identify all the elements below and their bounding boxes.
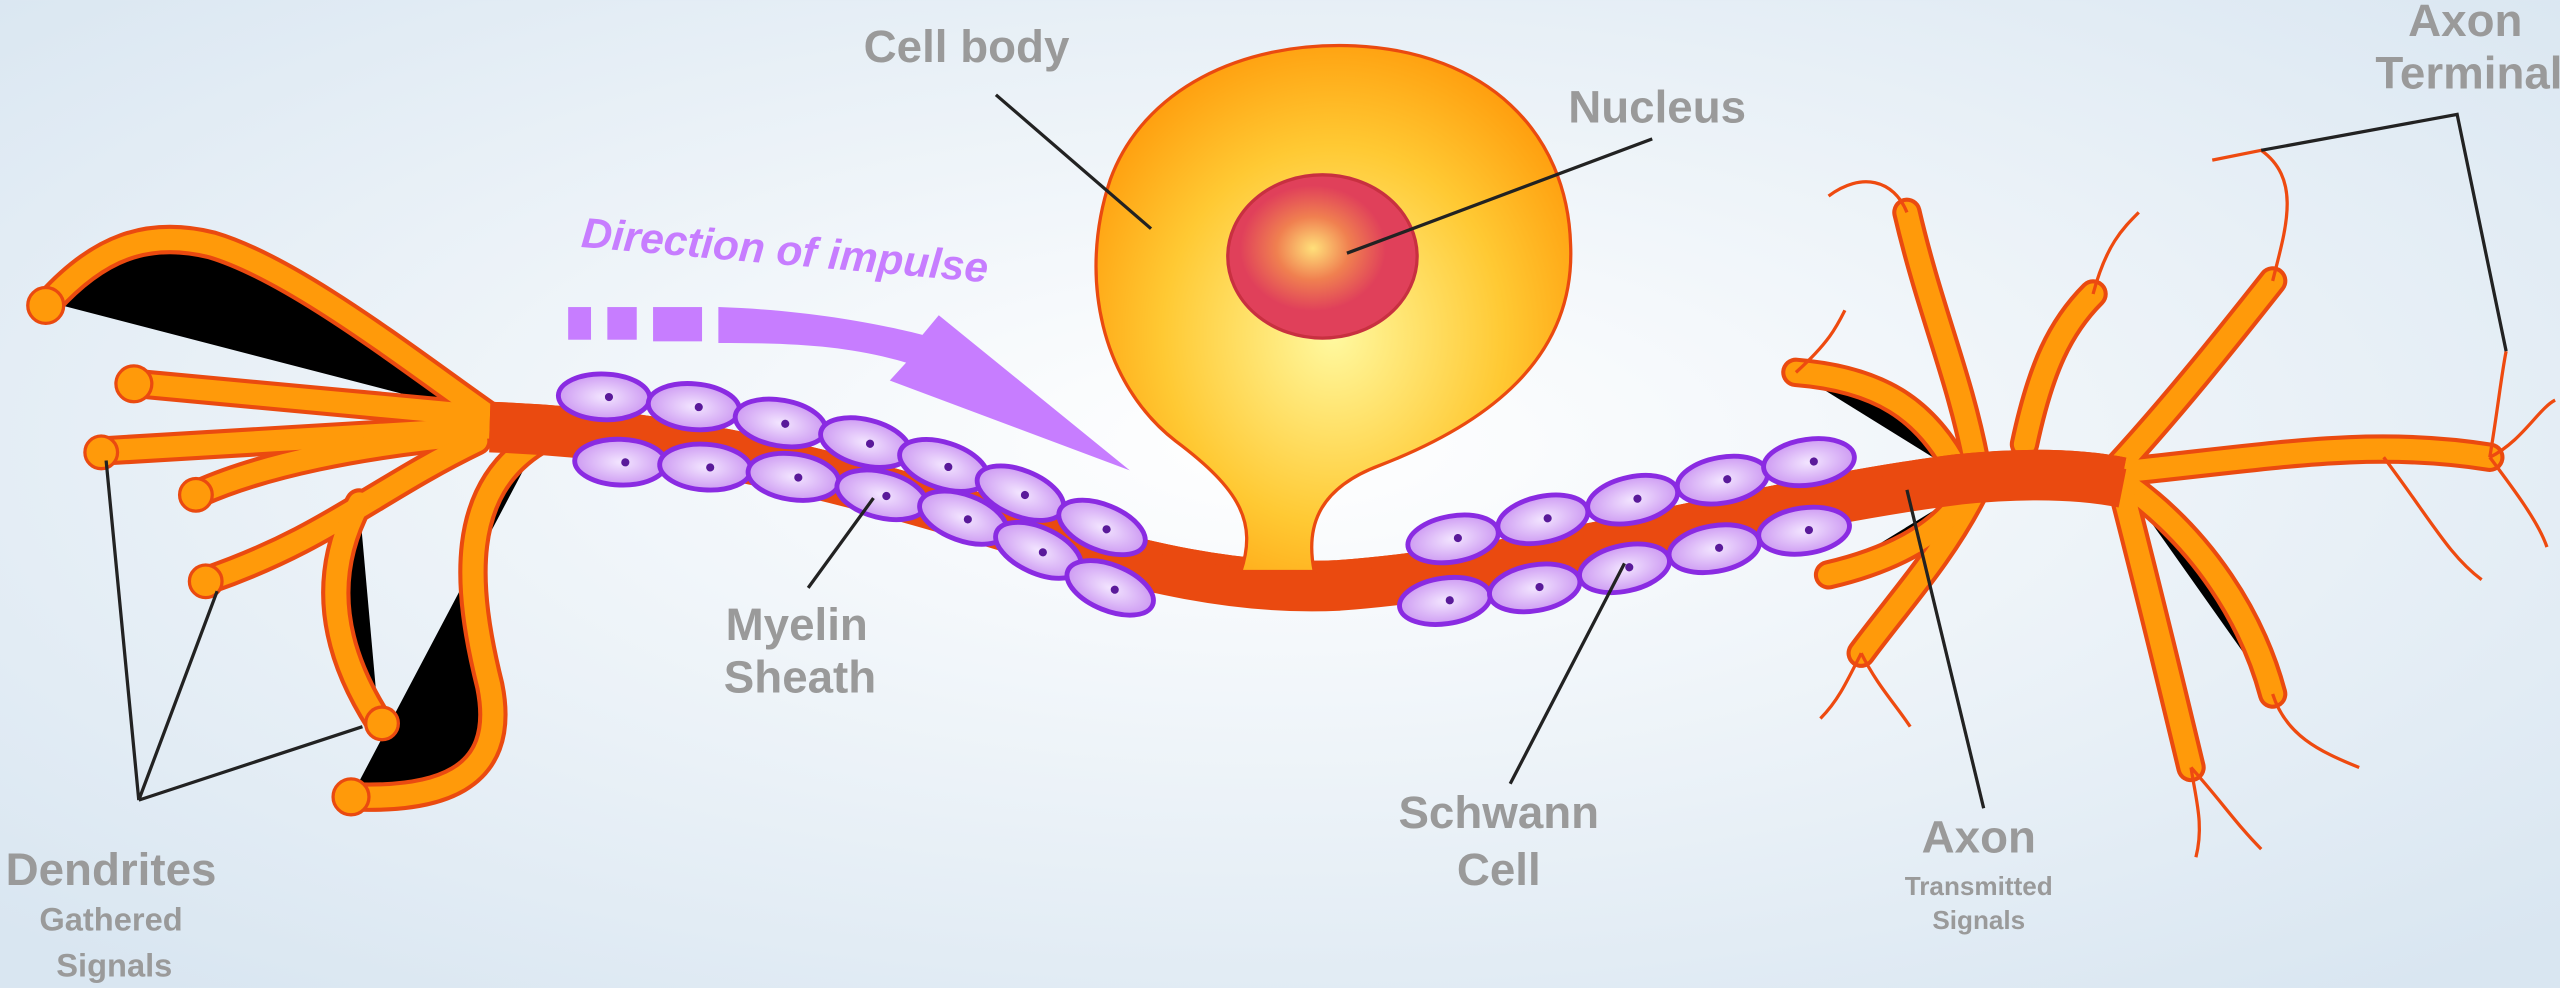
schwann-nucleus bbox=[604, 392, 614, 402]
schwann-nucleus bbox=[1110, 585, 1119, 594]
schwann-nucleus bbox=[944, 462, 953, 472]
axon-sub-label-2: Signals bbox=[1932, 905, 2025, 935]
schwann-nucleus bbox=[781, 419, 790, 428]
dendrites bbox=[26, 212, 2490, 817]
schwann-nucleus bbox=[1804, 525, 1814, 535]
schwann-nucleus bbox=[706, 463, 715, 472]
schwann-nucleus bbox=[694, 402, 703, 412]
dendrites-sub-label-1: Gathered bbox=[39, 901, 182, 938]
schwann-nucleus bbox=[1535, 582, 1544, 592]
schwann-cell bbox=[555, 371, 653, 423]
schwann-cell bbox=[1756, 504, 1852, 557]
axon-terminals-label-2: Terminals bbox=[2375, 47, 2560, 98]
axon-sub-label-1: Transmitted bbox=[1905, 871, 2053, 901]
schwann-nucleus bbox=[1715, 543, 1724, 552]
schwann-nucleus bbox=[1633, 494, 1642, 503]
myelin-label-2: Sheath bbox=[724, 651, 876, 702]
schwann-nucleus bbox=[1038, 548, 1047, 557]
schwann-cell bbox=[572, 436, 669, 488]
leader-lines bbox=[104, 93, 2508, 809]
schwann-nucleus bbox=[621, 458, 630, 467]
schwann-nucleus bbox=[1625, 563, 1634, 572]
schwann-nucleus bbox=[1445, 596, 1454, 605]
cell-body-label: Cell body bbox=[864, 21, 1070, 72]
schwann-nucleus bbox=[1020, 490, 1030, 500]
schwann-label-2: Cell bbox=[1457, 844, 1541, 895]
schwann-nucleus bbox=[1809, 457, 1818, 466]
nucleus bbox=[1226, 173, 1419, 340]
myelin-sheath bbox=[555, 371, 1857, 627]
schwann-cell bbox=[1761, 436, 1857, 489]
axon-terminals-label-1: Axon bbox=[2408, 0, 2522, 46]
schwann-nucleus bbox=[1453, 533, 1462, 543]
schwann-nucleus bbox=[1102, 525, 1111, 534]
schwann-nucleus bbox=[1723, 475, 1732, 484]
myelin-label-1: Myelin bbox=[726, 599, 868, 650]
axon-label: Axon bbox=[1922, 811, 2036, 862]
schwann-nucleus bbox=[865, 439, 875, 448]
schwann-nucleus bbox=[794, 473, 803, 482]
dendrites-sub-label-2: Signals bbox=[56, 946, 172, 983]
schwann-nucleus bbox=[963, 515, 972, 524]
schwann-cell bbox=[1056, 497, 1148, 558]
schwann-cell bbox=[1064, 558, 1156, 618]
nucleus-label: Nucleus bbox=[1568, 82, 1746, 133]
schwann-nucleus bbox=[882, 491, 891, 501]
schwann-label-1: Schwann bbox=[1398, 787, 1599, 838]
dendrites-label: Dendrites bbox=[6, 844, 217, 895]
axon-terminal-branches bbox=[1794, 148, 2556, 858]
direction-arrow-icon bbox=[568, 307, 1130, 471]
schwann-nucleus bbox=[1543, 514, 1552, 523]
